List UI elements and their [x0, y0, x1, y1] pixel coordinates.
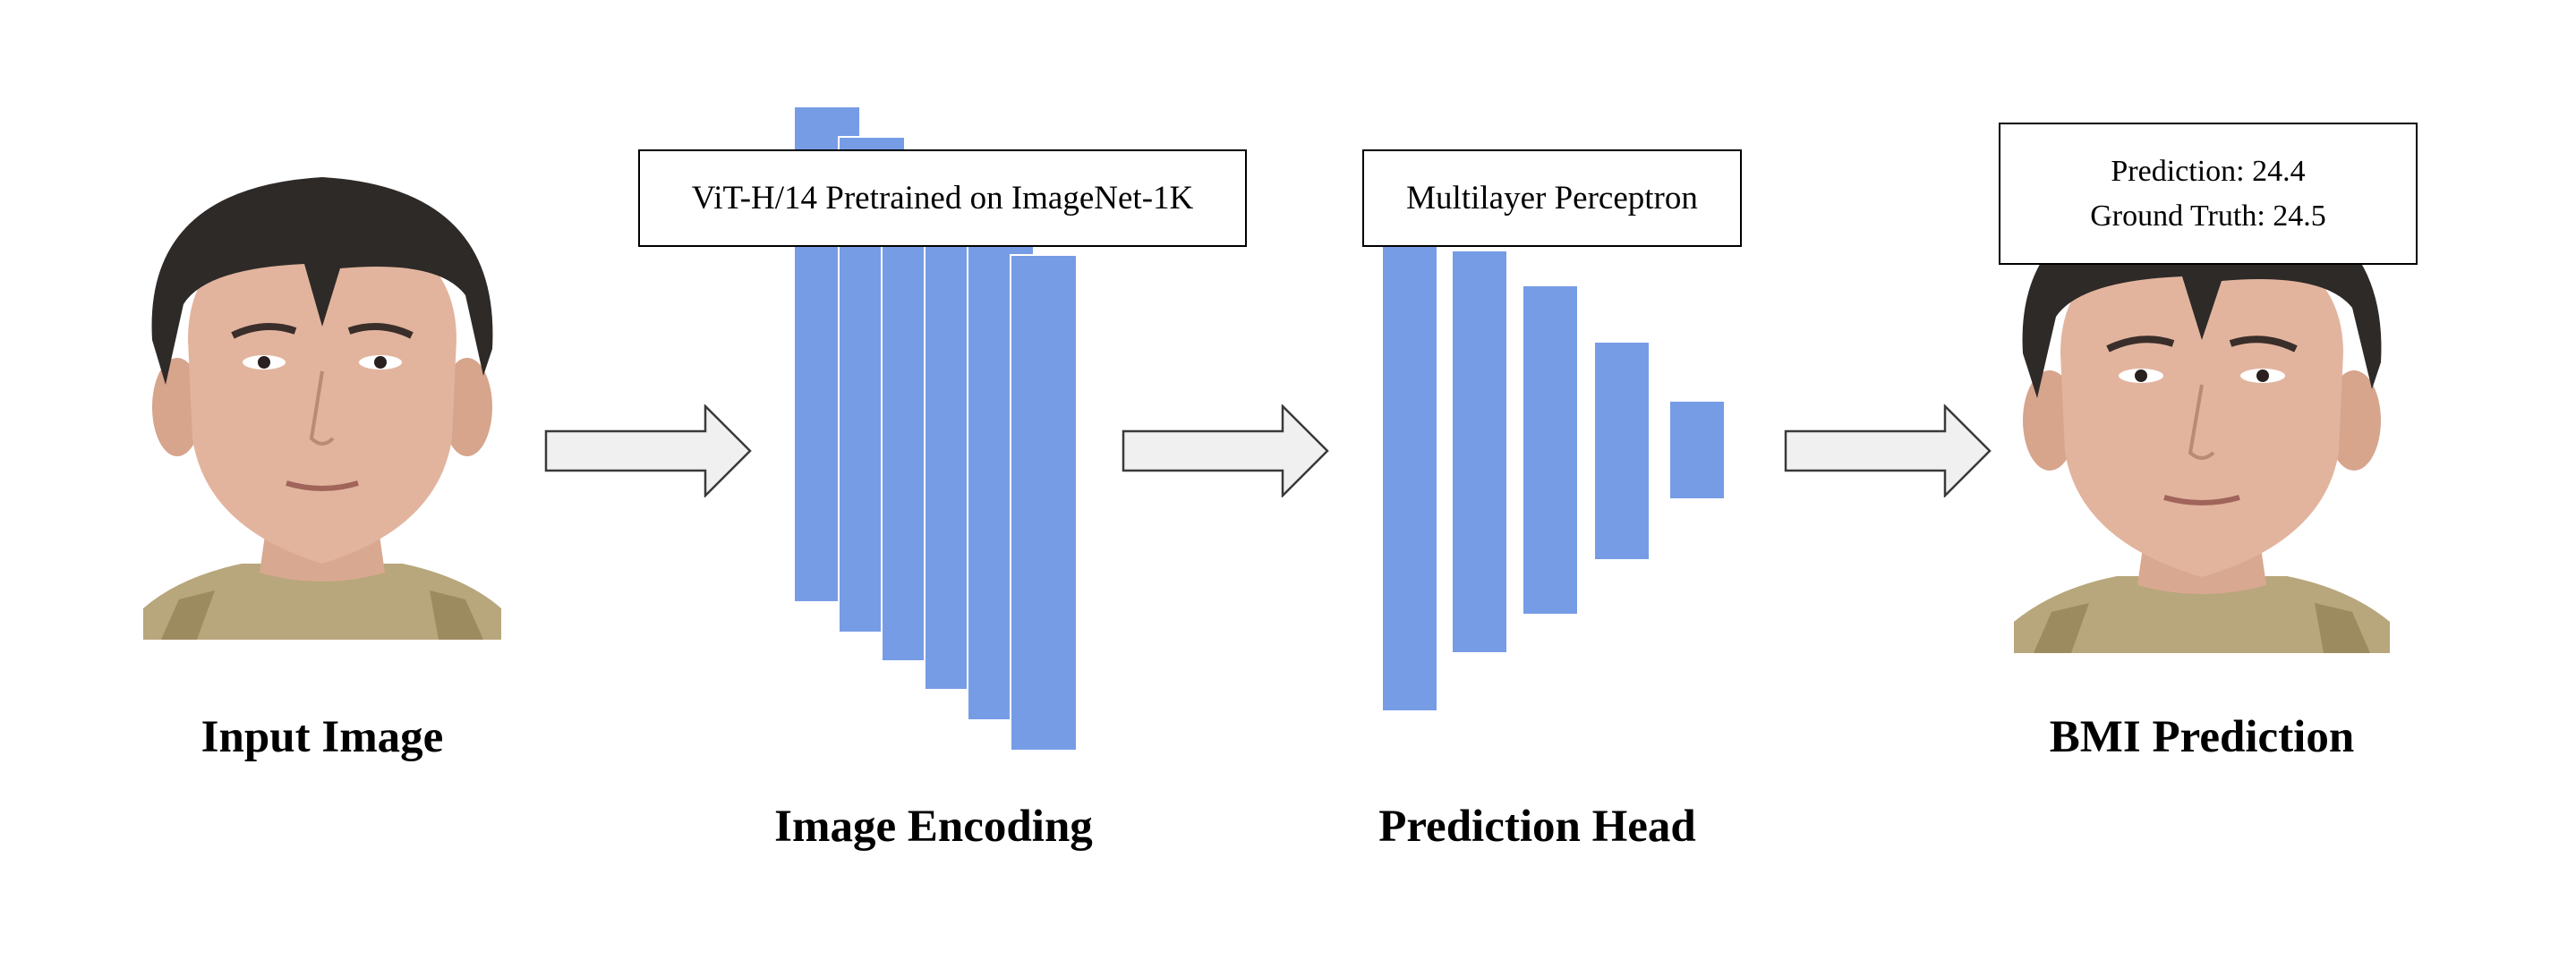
mlp-box: Multilayer Perceptron — [1362, 149, 1742, 247]
encoder-layer-6 — [1010, 254, 1076, 750]
right-arrow-icon — [1784, 404, 1992, 497]
prediction-value-text: Prediction: 24.4 — [2111, 154, 2306, 188]
bmi-prediction-label: BMI Prediction — [2049, 712, 2355, 762]
prediction-result-box: Prediction: 24.4 Ground Truth: 24.5 — [1999, 123, 2418, 265]
mlp-layer-3 — [1523, 286, 1577, 614]
flow-arrow-3 — [1784, 404, 1992, 497]
right-arrow-icon — [544, 404, 752, 497]
ground-truth-value-text: Ground Truth: 24.5 — [2090, 199, 2326, 233]
encoder-box-text: ViT-H/14 Pretrained on ImageNet-1K — [691, 180, 1194, 217]
mlp-layer-1 — [1383, 243, 1437, 710]
mlp-box-text: Multilayer Perceptron — [1406, 180, 1698, 217]
mlp-layer-2 — [1453, 251, 1506, 652]
encoder-layer-stack — [795, 107, 1081, 760]
input-face-photo — [143, 170, 501, 640]
image-encoding-label: Image Encoding — [774, 802, 1093, 852]
face-photo-icon — [143, 177, 501, 640]
prediction-head-label: Prediction Head — [1378, 802, 1696, 852]
encoder-box: ViT-H/14 Pretrained on ImageNet-1K — [638, 149, 1247, 247]
right-arrow-icon — [1122, 404, 1329, 497]
mlp-layer-4 — [1595, 343, 1649, 559]
flow-arrow-1 — [544, 404, 752, 497]
input-image-label: Input Image — [200, 712, 444, 762]
flow-arrow-2 — [1122, 404, 1329, 497]
mlp-layer-5 — [1670, 402, 1724, 498]
